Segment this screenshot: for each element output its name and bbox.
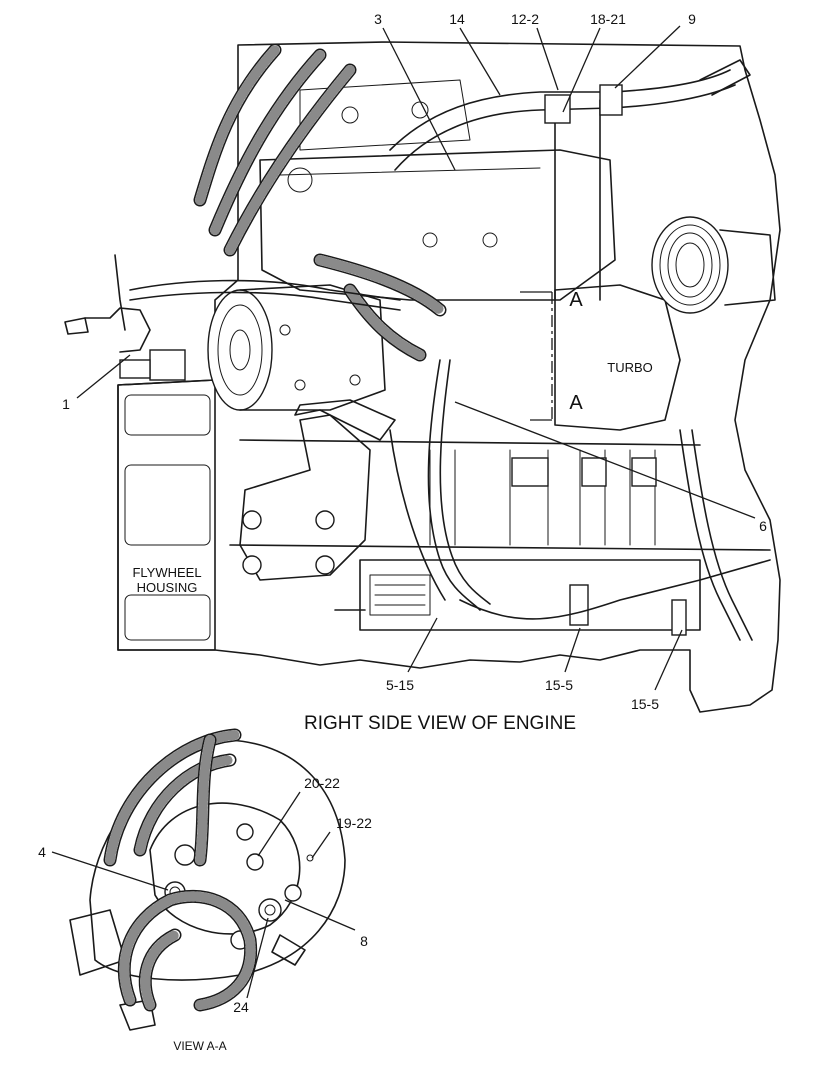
- callout-8: 8: [360, 933, 368, 949]
- callout-20-22: 20-22: [304, 775, 340, 791]
- section-mark-top: A: [569, 289, 583, 311]
- callout-24: 24: [233, 999, 249, 1015]
- view-a-a-label: VIEW A-A: [173, 1039, 226, 1053]
- flywheel-housing-label-2: HOUSING: [137, 580, 198, 595]
- flywheel-housing-label-1: FLYWHEEL: [132, 565, 201, 580]
- callout-15-5-b: 15-5: [631, 696, 659, 712]
- callout-1: 1: [62, 396, 70, 412]
- view-a-a-callouts: 20-22 19-22 4 8 24: [38, 775, 372, 1015]
- crank-pulley: [207, 284, 386, 411]
- view-a-a-detail: [69, 728, 346, 1031]
- section-mark-bottom: A: [569, 392, 583, 414]
- callout-9: 9: [688, 11, 696, 27]
- left-sensor-bracket: [64, 254, 186, 381]
- callout-15-5-a: 15-5: [545, 677, 573, 693]
- callout-6: 6: [759, 518, 767, 534]
- section-line-a-a: A A: [520, 289, 583, 421]
- callout-19-22: 19-22: [336, 815, 372, 831]
- main-callouts: 3 14 12-2 18-21 9 1 6 5-15 15-5 15-5: [62, 11, 767, 712]
- diagram-title: RIGHT SIDE VIEW OF ENGINE: [304, 713, 576, 734]
- flywheel-housing: FLYWHEEL HOUSING: [117, 379, 216, 651]
- turbocharger: TURBO: [554, 216, 776, 431]
- exhaust-manifold: [239, 399, 396, 581]
- turbo-label: TURBO: [607, 360, 653, 375]
- main-tubes: [129, 43, 771, 641]
- callout-3: 3: [374, 11, 382, 27]
- callout-18-21: 18-21: [590, 11, 626, 27]
- callout-4: 4: [38, 844, 46, 860]
- callout-14: 14: [449, 11, 465, 27]
- callout-5-15: 5-15: [386, 677, 414, 693]
- callout-12-2: 12-2: [511, 11, 539, 27]
